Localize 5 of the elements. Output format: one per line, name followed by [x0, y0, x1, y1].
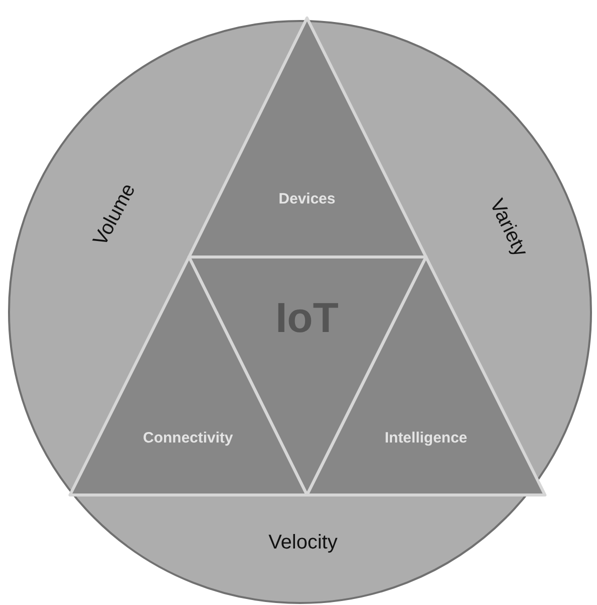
segment-label: Connectivity — [143, 430, 233, 446]
segment-label: Devices — [278, 190, 336, 208]
band-label: Variety — [484, 196, 532, 260]
segment-label: Intelligence — [384, 430, 468, 446]
band-label: Velocity — [268, 532, 338, 554]
